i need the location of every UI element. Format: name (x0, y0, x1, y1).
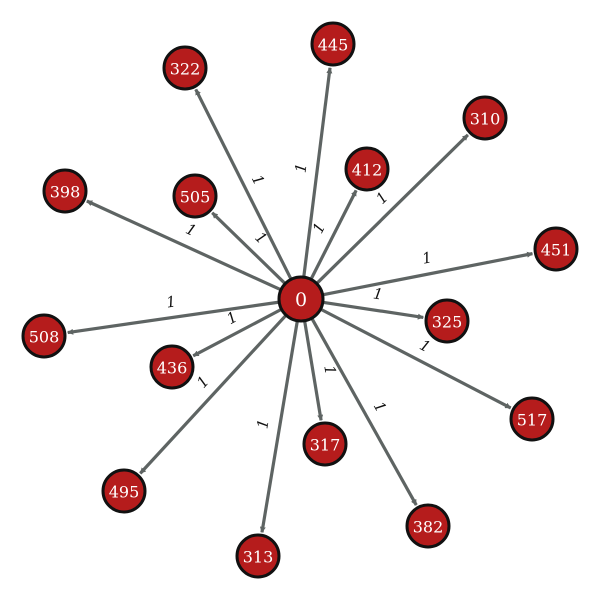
node-495[interactable]: 495 (101, 468, 147, 514)
node-412[interactable]: 412 (344, 146, 390, 192)
edge-line (194, 88, 293, 281)
node-circle (302, 421, 348, 467)
edge-weight-label: 1 (165, 292, 177, 311)
node-label: 325 (432, 313, 463, 332)
node-label: 505 (180, 188, 211, 207)
edges-layer: 1 1 1 1 1 1 1 1 1 1 1 1 1 1 1 (67, 67, 534, 533)
node-label: 412 (352, 161, 383, 180)
node-label: 317 (310, 436, 341, 455)
edge-line (139, 314, 288, 475)
edge-weight-label: 1 (224, 308, 241, 328)
edge-0-517: 1 (319, 307, 512, 410)
node-517[interactable]: 517 (509, 396, 555, 442)
edge-line (315, 133, 470, 285)
edge-line (309, 189, 358, 281)
node-label: 310 (470, 110, 501, 129)
node-382[interactable]: 382 (405, 503, 451, 549)
node-circle (533, 226, 579, 272)
node-circle (162, 45, 208, 91)
edge-line (259, 320, 299, 533)
edge-0-495: 1 (139, 314, 288, 475)
edge-line (192, 307, 283, 358)
edge-line (319, 307, 512, 410)
edge-0-436: 1 (192, 307, 283, 358)
node-label: 398 (50, 183, 81, 202)
edge-0-317: 1 (303, 320, 340, 421)
node-398[interactable]: 398 (42, 168, 88, 214)
edge-weight-label: 1 (248, 172, 268, 189)
edge-line (211, 211, 287, 285)
edge-weight-label: 1 (309, 220, 329, 237)
node-label: 517 (517, 411, 548, 430)
node-circle (405, 503, 451, 549)
edge-0-325: 1 (322, 284, 424, 320)
node-325[interactable]: 325 (424, 298, 470, 344)
edge-weight-label: 1 (372, 284, 384, 303)
node-circle (344, 146, 390, 192)
edge-weight-label: 1 (253, 418, 272, 430)
node-445[interactable]: 445 (310, 21, 356, 67)
node-436[interactable]: 436 (149, 344, 195, 390)
node-circle (277, 275, 325, 323)
node-label: 445 (318, 36, 349, 55)
edge-weight-label: 1 (372, 188, 391, 208)
node-circle (101, 468, 147, 514)
node-circle (149, 344, 195, 390)
node-317[interactable]: 317 (302, 421, 348, 467)
node-313[interactable]: 313 (235, 533, 281, 579)
node-circle (424, 298, 470, 344)
node-circle (172, 173, 218, 219)
node-label: 382 (413, 518, 444, 537)
edge-line (86, 199, 282, 292)
node-505[interactable]: 505 (172, 173, 218, 219)
edge-weight-label: 1 (251, 228, 270, 248)
node-circle (235, 533, 281, 579)
node-508[interactable]: 508 (21, 313, 67, 359)
edge-line (322, 300, 424, 320)
edge-0-445: 1 (291, 67, 333, 278)
node-circle (42, 168, 88, 214)
node-label: 313 (243, 548, 274, 567)
node-label: 0 (295, 289, 307, 311)
edge-line (67, 300, 280, 335)
node-circle (462, 95, 508, 141)
node-circle (310, 21, 356, 67)
edge-weight-label: 1 (417, 336, 434, 356)
edge-weight-label: 1 (183, 220, 199, 240)
nodes-layer: 445 322 412 310 398 505 451 508 325 436 517 317 495 3… (21, 21, 579, 579)
node-circle (509, 396, 555, 442)
edge-weight-label: 1 (421, 248, 434, 268)
edge-0-451: 1 (322, 248, 534, 297)
edge-weight-label: 1 (291, 162, 310, 174)
edge-0-382: 1 (310, 317, 418, 506)
hub-node[interactable]: 0 (277, 275, 325, 323)
edge-line (322, 251, 534, 297)
node-circle (21, 313, 67, 359)
edge-weight-label: 1 (370, 398, 390, 415)
node-310[interactable]: 310 (462, 95, 508, 141)
edge-line (310, 317, 418, 506)
node-label: 508 (29, 328, 60, 347)
edge-line (303, 320, 324, 421)
edge-0-508: 1 (67, 292, 280, 335)
edge-weight-label: 1 (320, 364, 339, 376)
node-label: 436 (157, 359, 188, 378)
node-label: 495 (109, 483, 140, 502)
edge-0-313: 1 (253, 320, 299, 533)
node-451[interactable]: 451 (533, 226, 579, 272)
node-label: 322 (170, 60, 201, 79)
edge-0-310: 1 (315, 133, 470, 285)
edge-weight-label: 1 (193, 372, 213, 391)
edge-line (302, 67, 333, 278)
node-label: 451 (541, 241, 572, 260)
node-322[interactable]: 322 (162, 45, 208, 91)
